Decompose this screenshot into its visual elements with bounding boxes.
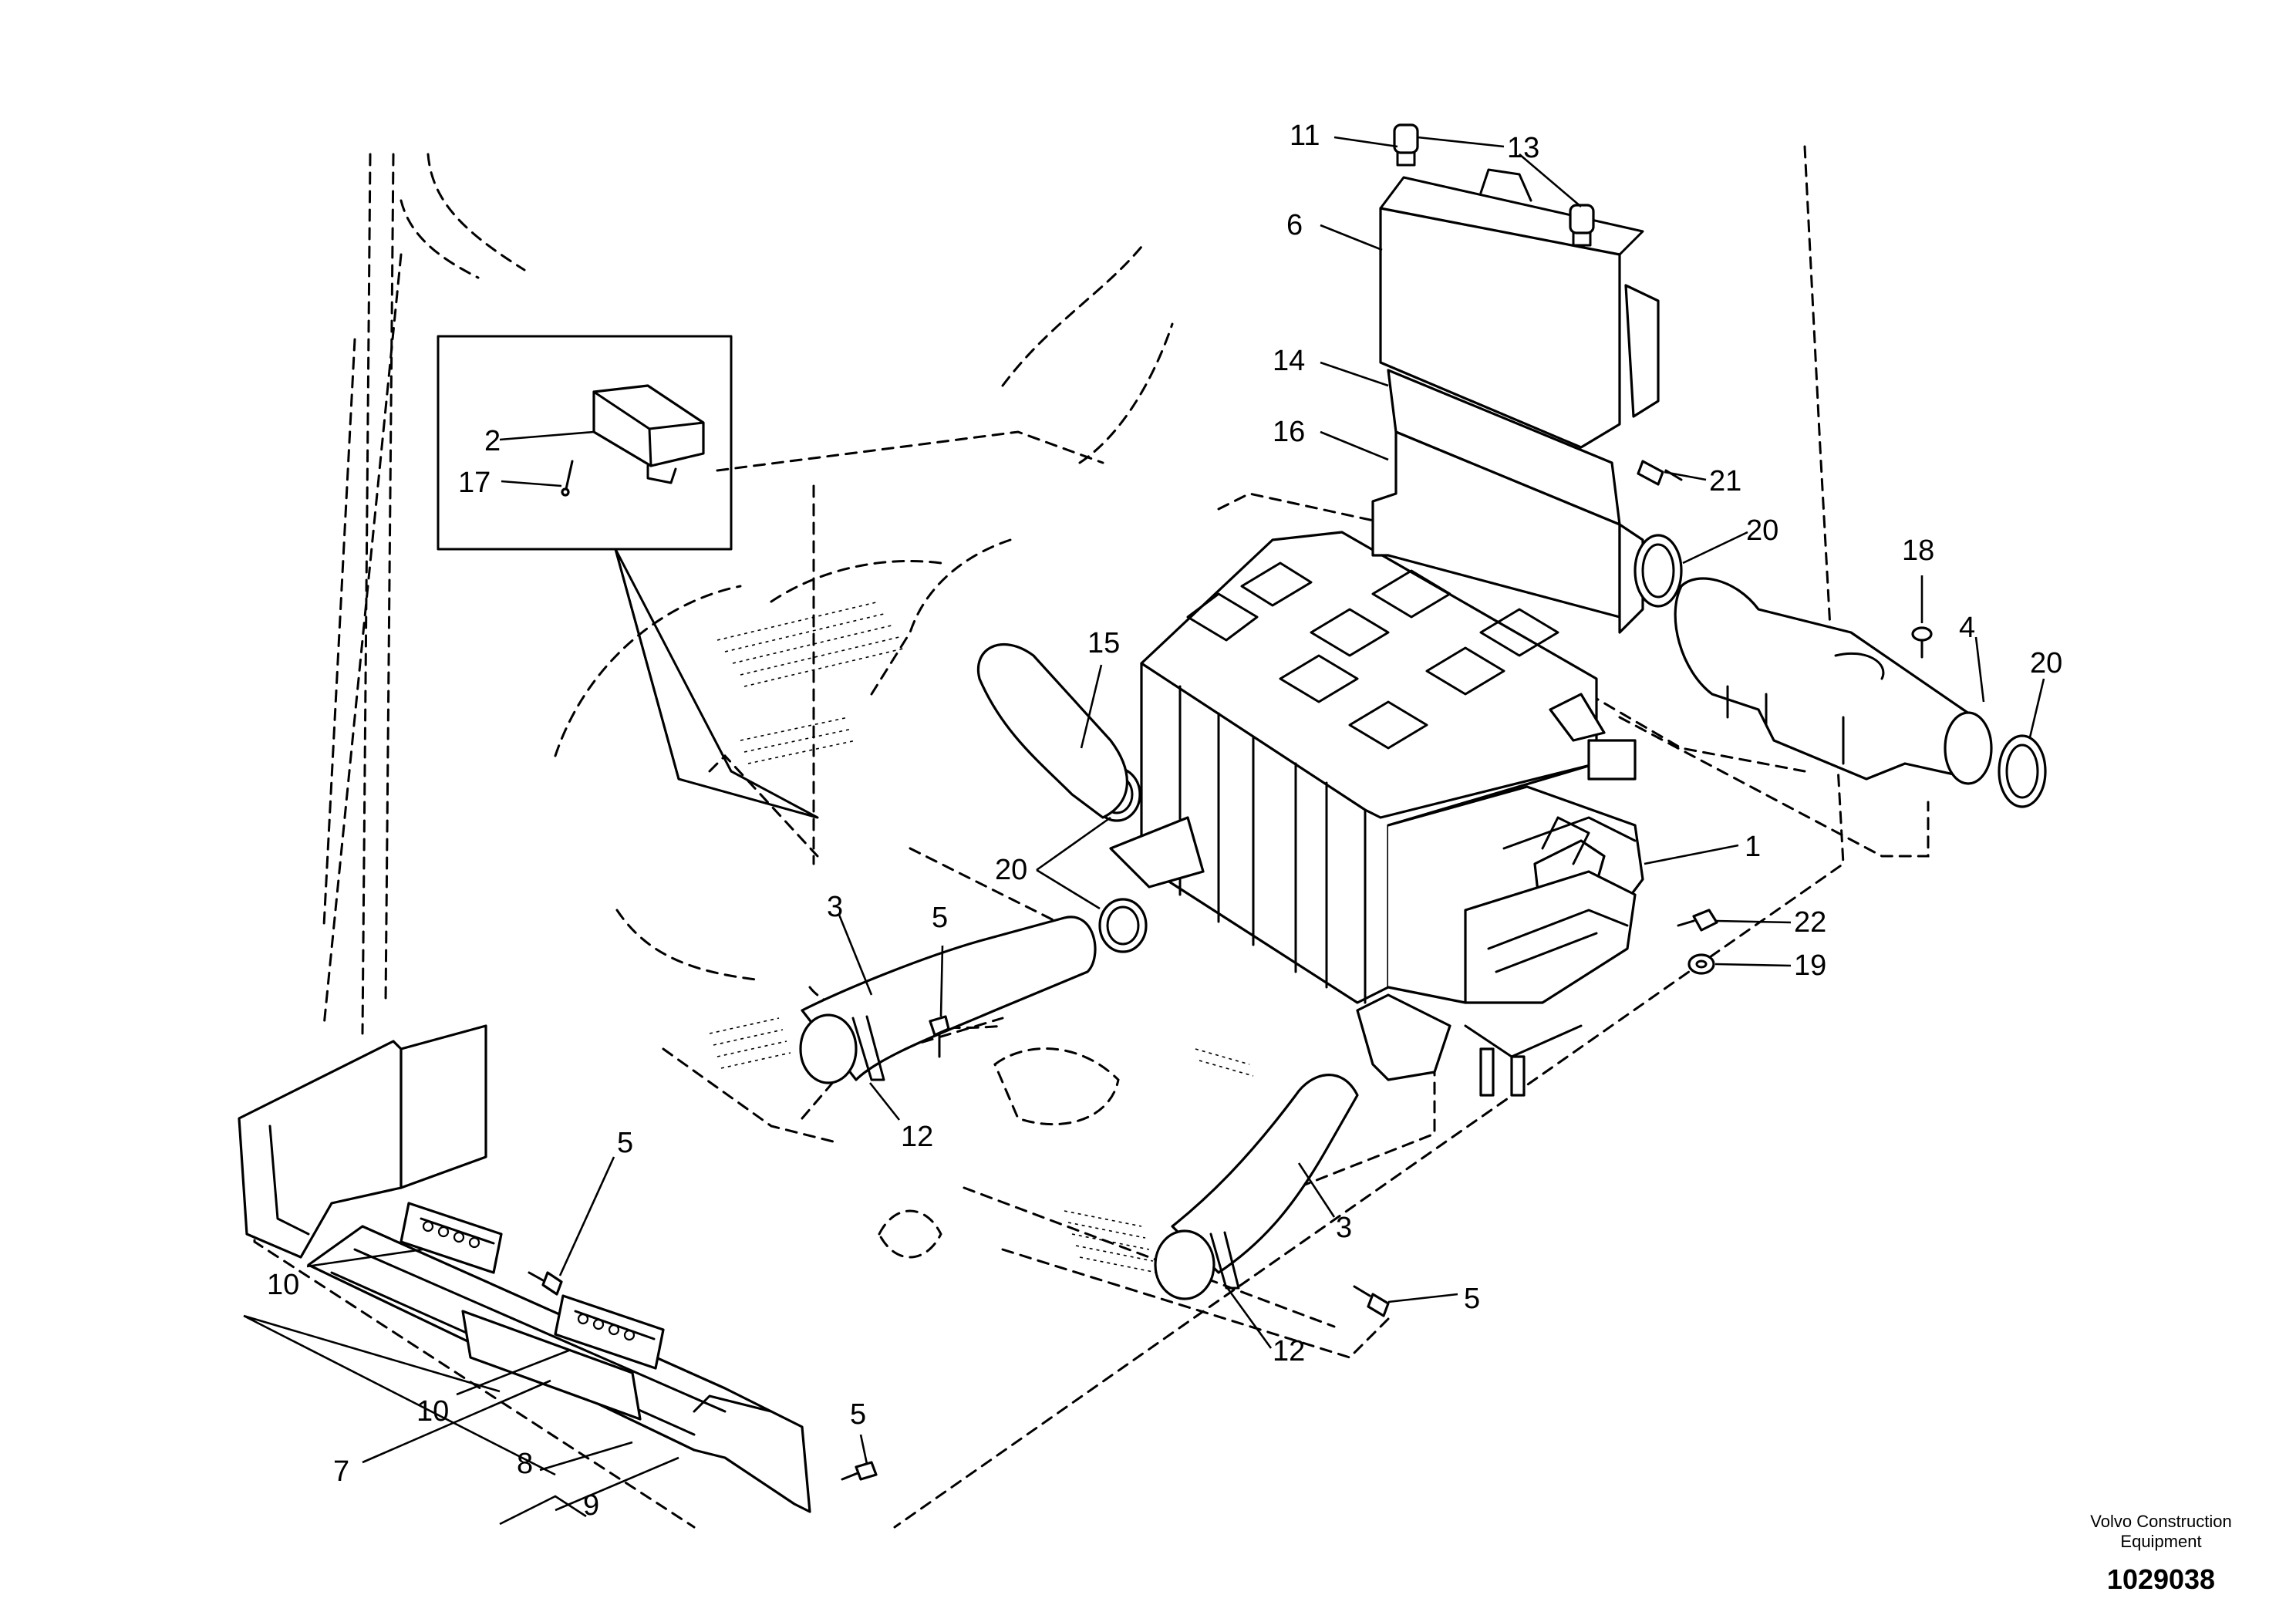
publisher-line-2: Equipment [2120, 1532, 2201, 1551]
inset-detail-box [437, 335, 819, 819]
callout-20-right: 20 [2030, 647, 2062, 679]
callout-18: 18 [1902, 534, 1934, 567]
callout-5-left: 5 [617, 1127, 633, 1159]
callout-10-right: 10 [416, 1395, 449, 1428]
part-18-screw [1911, 626, 1933, 659]
part-8-duct-piece [461, 1310, 642, 1421]
callout-12-upper: 12 [901, 1121, 933, 1153]
callout-9: 9 [583, 1489, 599, 1522]
part-6-cover [1379, 168, 1660, 449]
callout-22: 22 [1794, 906, 1826, 939]
callout-11: 11 [1290, 120, 1320, 152]
part-19-washer [1687, 953, 1715, 975]
part-11-knob [1393, 123, 1419, 167]
callout-5-upper: 5 [932, 902, 948, 934]
callout-1: 1 [1745, 831, 1761, 863]
leader-lines [243, 136, 2045, 1526]
callout-12-lower: 12 [1273, 1335, 1305, 1367]
part-10-vent-right [554, 1294, 665, 1370]
callout-5-bottom: 5 [850, 1398, 866, 1431]
callout-labels: 11 13 6 14 16 21 20 18 4 20 1 22 19 15 2… [267, 120, 2062, 1522]
part-5-bolt-d [841, 1461, 878, 1481]
part-5-bolt-a [929, 1015, 950, 1058]
part-1-heater-unit [1109, 531, 1644, 1097]
part-12-clamp-lower [1209, 1231, 1240, 1290]
part-2-cover [592, 384, 705, 484]
part-5-bolt-c [1353, 1285, 1390, 1317]
callout-15: 15 [1087, 627, 1120, 659]
callout-6: 6 [1286, 209, 1303, 241]
part-12-clamp-upper [851, 1015, 885, 1081]
part-15-hose [976, 642, 1128, 819]
callout-16: 16 [1273, 416, 1305, 448]
callout-17: 17 [458, 467, 491, 499]
callout-21: 21 [1709, 465, 1741, 497]
footer: Volvo Construction Equipment 1029038 [2090, 1512, 2231, 1595]
part-3-hose-upper [799, 916, 1097, 1084]
part-17-screw [561, 460, 574, 497]
floor-mesh-patches [709, 601, 1254, 1273]
part-16-housing [1371, 430, 1644, 634]
drawing-number: 1029038 [2107, 1563, 2215, 1595]
part-20-clamp-top [1633, 534, 1683, 608]
part-20-clamp-right [1998, 734, 2047, 808]
callout-7: 7 [333, 1455, 349, 1488]
callout-8: 8 [517, 1448, 533, 1480]
part-22-screw [1677, 909, 1718, 932]
part-7-side-panel [238, 1024, 487, 1259]
part-20-clamp-left-b [1098, 898, 1148, 953]
callout-14: 14 [1273, 345, 1305, 377]
publisher-line-1: Volvo Construction [2090, 1512, 2231, 1531]
callout-5-right: 5 [1464, 1283, 1480, 1315]
callout-20-left: 20 [995, 854, 1027, 886]
callout-3-upper: 3 [827, 891, 843, 923]
callout-19: 19 [1794, 949, 1826, 982]
part-21-screw [1637, 460, 1683, 486]
callout-4: 4 [1959, 612, 1975, 644]
part-13-knob [1569, 204, 1595, 247]
part-5-bolt-b [528, 1271, 563, 1296]
callout-2: 2 [484, 425, 501, 457]
callout-20-top: 20 [1746, 514, 1778, 547]
callout-10-left: 10 [267, 1269, 299, 1301]
part-10-vent-left [400, 1202, 503, 1274]
part-3-hose-lower [1154, 1074, 1359, 1300]
callout-3-lower: 3 [1336, 1212, 1352, 1244]
callout-13: 13 [1507, 132, 1539, 164]
part-4-duct [1674, 577, 1993, 785]
